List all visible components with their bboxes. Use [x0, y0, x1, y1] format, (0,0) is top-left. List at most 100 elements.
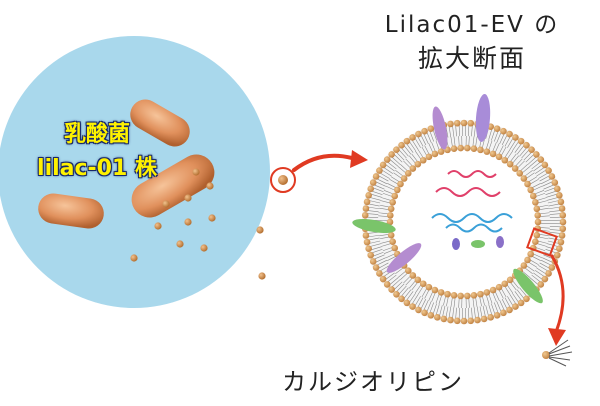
lipid-head — [549, 264, 556, 271]
vesicle-bead — [192, 168, 199, 175]
lipid-head — [559, 225, 566, 232]
highlight-vesicle — [278, 175, 288, 185]
lipid-head — [401, 175, 408, 182]
lipid-head — [387, 212, 394, 219]
lipid-head — [537, 281, 544, 288]
lipid-head — [363, 205, 370, 212]
lipid-head — [434, 314, 441, 321]
lipid-head — [481, 316, 488, 323]
lipid-head — [534, 205, 541, 212]
lipid-head — [454, 317, 461, 324]
lipid-head — [373, 173, 380, 180]
vesicle-bead — [206, 182, 213, 189]
lipid-head — [501, 280, 508, 287]
lipid-head — [384, 281, 391, 288]
lipid-head — [518, 300, 525, 307]
lipid-head — [441, 316, 448, 323]
lipid-head — [559, 212, 566, 219]
lipid-head — [373, 264, 380, 271]
lipid-head — [444, 291, 451, 298]
lipid-head — [558, 199, 565, 206]
lipid-head — [398, 142, 405, 149]
lipid-head — [471, 145, 478, 152]
lipid-head — [409, 134, 416, 141]
cargo-blob-purple — [452, 238, 460, 250]
lipid-head — [545, 167, 552, 174]
lipid-head — [364, 199, 371, 206]
lipid-head — [467, 317, 474, 324]
lipid-head — [521, 175, 528, 182]
lipid-head — [534, 232, 541, 239]
lipid-head — [532, 238, 539, 245]
lipid-head — [415, 277, 422, 284]
lipid-head — [380, 162, 387, 169]
lipid-head — [554, 186, 561, 193]
lipid-head — [451, 145, 458, 152]
lipid-head — [415, 161, 422, 168]
lipid-head — [559, 205, 566, 212]
lipid-head — [490, 151, 497, 158]
lipid-head — [376, 167, 383, 174]
lipid-head — [432, 287, 439, 294]
lipid-head — [512, 165, 519, 172]
lipid-head — [370, 179, 377, 186]
lipid-head — [367, 186, 374, 193]
lipid-head — [415, 131, 422, 138]
lipid-head — [554, 252, 561, 259]
lipid-head — [391, 193, 398, 200]
lipid-head — [506, 131, 513, 138]
arrow-to-ev-head — [350, 150, 368, 168]
lipid-head — [404, 138, 411, 145]
lipid-head — [409, 303, 416, 310]
lipid-head — [461, 318, 468, 325]
lipid-head — [420, 280, 427, 287]
lipid-head — [388, 232, 395, 239]
lipid-head — [363, 232, 370, 239]
lipid-head — [428, 125, 435, 132]
bacteria-label: 乳酸菌 lilac-01 株 — [24, 118, 170, 186]
lipid-head — [527, 251, 534, 258]
lipid-head — [393, 291, 400, 298]
lipid-head — [404, 300, 411, 307]
lipid-head — [426, 154, 433, 161]
lipid-head — [506, 307, 513, 314]
cardiolipin-label: カルジオリピン — [282, 362, 464, 397]
bacteria-label-line1: 乳酸菌 — [24, 118, 170, 152]
lipid-head — [380, 276, 387, 283]
lipid-head — [376, 270, 383, 277]
lipid-head — [398, 295, 405, 302]
lipid-head — [457, 145, 464, 152]
ev-title: Lilac01-EV の 拡大断面 — [372, 8, 572, 76]
lipid-head — [421, 310, 428, 317]
lipid-head — [533, 151, 540, 158]
lipid-head — [471, 292, 478, 299]
lipid-head — [410, 165, 417, 172]
lipid-head — [530, 193, 537, 200]
lipid-head — [388, 205, 395, 212]
lipid-head — [516, 170, 523, 177]
lipid-head — [421, 128, 428, 135]
lipid-head — [496, 284, 503, 291]
lipid-head — [388, 286, 395, 293]
lipid-head — [405, 170, 412, 177]
lipid-head — [457, 293, 464, 300]
lipid-head — [370, 258, 377, 265]
lipid-head — [534, 212, 541, 219]
vesicle-bead — [154, 222, 161, 229]
lipid-head — [518, 138, 525, 145]
lipid-head — [487, 314, 494, 321]
lipid-head — [477, 291, 484, 298]
lipid-head — [535, 219, 542, 226]
lipid-head — [394, 187, 401, 194]
lipid-head — [461, 120, 468, 127]
lipid-head — [484, 289, 491, 296]
lipid-head — [389, 238, 396, 245]
bacteria-label-line2: lilac-01 株 — [24, 152, 170, 186]
lipid-head — [490, 287, 497, 294]
lipid-head — [467, 120, 474, 127]
lipid-head — [559, 232, 566, 239]
vesicle-bead — [176, 240, 183, 247]
lipid-head — [500, 128, 507, 135]
vesicle-bead — [184, 218, 191, 225]
